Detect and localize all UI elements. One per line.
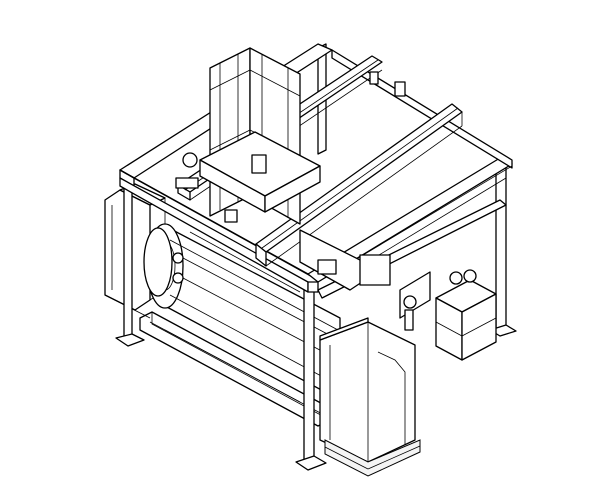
carriage	[175, 131, 321, 223]
cylinder-drum	[143, 223, 341, 401]
tool-cart	[435, 269, 497, 361]
right-drive-housing	[319, 317, 421, 477]
base-rail	[139, 311, 331, 427]
gantry-rail-lower	[255, 103, 463, 267]
tool-rack	[299, 229, 431, 331]
